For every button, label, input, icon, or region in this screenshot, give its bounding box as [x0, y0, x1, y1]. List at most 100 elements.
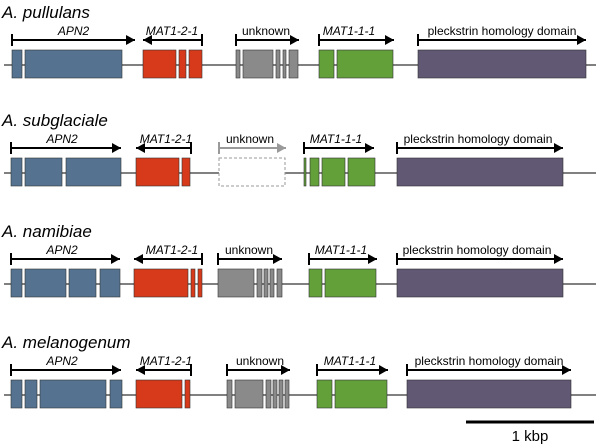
exon — [284, 379, 290, 409]
gene-pleckstrin: pleckstrin homology domain — [406, 354, 572, 409]
exon — [68, 268, 97, 298]
species-name: A. pullulans — [1, 3, 90, 22]
gene-apn2: APN2 — [10, 132, 122, 187]
exon — [135, 157, 180, 187]
arrowhead — [111, 254, 120, 264]
exon — [197, 268, 203, 298]
arrowhead — [379, 365, 388, 375]
gene-unknown: unknown — [217, 243, 283, 298]
gene-unknown: unknown — [235, 24, 299, 79]
exon-missing — [218, 157, 286, 187]
gene-mat1-2-1: MAT1-2-1 — [135, 132, 192, 187]
arrowhead — [136, 143, 145, 153]
gene-apn2: APN2 — [10, 243, 121, 298]
arrowhead — [136, 365, 145, 375]
exon — [309, 157, 320, 187]
gene-pleckstrin: pleckstrin homology domain — [396, 132, 564, 187]
exon — [417, 49, 587, 79]
gene-pleckstrin: pleckstrin homology domain — [396, 243, 564, 298]
gene-label: MAT1-1-1 — [323, 24, 375, 38]
gene-apn2: APN2 — [10, 354, 123, 409]
scale-bar-label: 1 kbp — [512, 428, 549, 445]
exon — [24, 157, 63, 187]
exon — [11, 49, 23, 79]
gene-mat1-2-1: MAT1-2-1 — [142, 24, 203, 79]
gene-mat1-1-1: MAT1-1-1 — [303, 132, 376, 187]
exon — [396, 157, 564, 187]
exon — [10, 379, 23, 409]
exon — [278, 379, 284, 409]
exon — [336, 49, 394, 79]
gene-label: MAT1-1-1 — [324, 354, 376, 368]
exon — [276, 268, 283, 298]
arrowhead — [577, 35, 586, 45]
arrowhead — [554, 254, 563, 264]
exon — [256, 268, 263, 298]
gene-label: unknown — [226, 132, 274, 146]
exon — [135, 379, 183, 409]
exon — [316, 379, 333, 409]
exon — [65, 157, 122, 187]
exon — [272, 379, 278, 409]
exon — [184, 379, 191, 409]
exon — [10, 268, 23, 298]
species-name: A. subglaciale — [1, 111, 108, 130]
gene-mat1-1-1: MAT1-1-1 — [308, 243, 377, 298]
arrowhead — [277, 143, 286, 153]
exon — [133, 268, 189, 298]
gene-mat1-2-1: MAT1-2-1 — [135, 354, 192, 409]
exon — [269, 268, 275, 298]
exon — [178, 49, 187, 79]
gene-label: MAT1-2-1 — [146, 24, 198, 38]
exon — [324, 268, 377, 298]
exon — [188, 49, 203, 79]
arrowhead — [134, 254, 143, 264]
exon — [10, 157, 23, 187]
exon — [321, 157, 346, 187]
arrowhead — [273, 254, 282, 264]
arrowhead — [562, 365, 571, 375]
gene-unknown: unknown — [226, 354, 290, 409]
gene-label: APN2 — [45, 243, 78, 257]
exon — [318, 49, 335, 79]
arrowhead — [281, 365, 290, 375]
exon — [226, 379, 233, 409]
exon — [288, 49, 299, 79]
gene-label: APN2 — [45, 132, 78, 146]
arrowhead — [143, 35, 152, 45]
gene-apn2: APN2 — [11, 24, 135, 79]
gene-label: pleckstrin homology domain — [428, 24, 577, 38]
exon — [347, 157, 376, 187]
gene-label: APN2 — [57, 24, 90, 38]
species-name: A. namibiae — [1, 222, 92, 241]
arrowhead — [112, 143, 121, 153]
gene-mat1-1-1: MAT1-1-1 — [318, 24, 394, 79]
gene-label: APN2 — [45, 354, 78, 368]
gene-label: unknown — [225, 243, 273, 257]
arrowhead — [365, 143, 374, 153]
gene-label: MAT1-2-1 — [140, 354, 192, 368]
exon — [24, 379, 38, 409]
scale-bar: 1 kbp — [466, 420, 594, 445]
exon — [99, 268, 121, 298]
exon — [235, 49, 241, 79]
exon — [39, 379, 107, 409]
exon — [24, 268, 67, 298]
exon — [334, 379, 388, 409]
exon — [303, 157, 307, 187]
exon — [396, 268, 564, 298]
arrowhead — [112, 365, 121, 375]
gene-mat1-1-1: MAT1-1-1 — [316, 354, 388, 409]
gene-label: unknown — [236, 354, 284, 368]
gene-label: unknown — [242, 24, 290, 38]
arrowhead — [554, 143, 563, 153]
gene-label: MAT1-2-1 — [140, 132, 192, 146]
exon — [263, 268, 269, 298]
exon — [181, 157, 191, 187]
exon — [406, 379, 572, 409]
